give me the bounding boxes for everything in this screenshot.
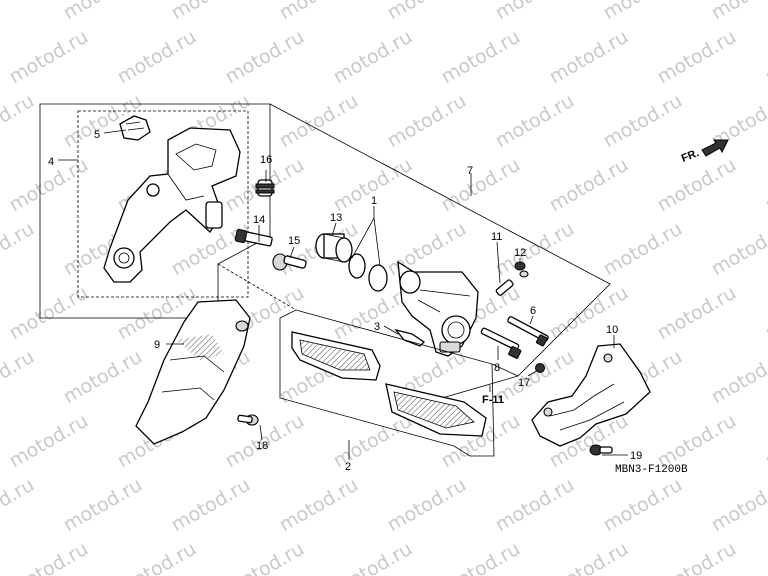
watermark-text: motod.ru: [654, 410, 740, 473]
watermark-text: motod.ru: [384, 218, 470, 281]
callout-16: 16: [260, 154, 272, 166]
callout-13: 13: [330, 212, 342, 224]
watermark-text: motod.ru: [762, 538, 768, 576]
diagram-code: MBN3-F1200B: [615, 464, 688, 476]
watermark-text: motod.ru: [276, 0, 362, 24]
watermark-text: motod.ru: [600, 90, 686, 153]
watermark-text: motod.ru: [438, 538, 524, 576]
callout-5: 5: [94, 129, 100, 141]
f11-reference: F-11: [482, 394, 504, 406]
watermark-text: motod.ru: [654, 282, 740, 345]
watermark-text: motod.ru: [60, 474, 146, 537]
callout-10: 10: [606, 324, 618, 336]
watermark-text: motod.ru: [330, 410, 416, 473]
watermark-text: motod.ru: [0, 90, 38, 153]
watermark-text: motod.ru: [114, 26, 200, 89]
watermark-text: motod.ru: [330, 26, 416, 89]
watermark-text: motod.ru: [762, 410, 768, 473]
callout-12: 12: [514, 247, 526, 259]
watermark-text: motod.ru: [6, 26, 92, 89]
watermark-text: motod.ru: [330, 538, 416, 576]
watermark-text: motod.ru: [492, 218, 578, 281]
watermark-text: motod.ru: [6, 410, 92, 473]
callout-2: 2: [345, 461, 351, 473]
caliper-group: [234, 103, 611, 399]
callout-17: 17: [518, 377, 530, 389]
watermark-text: motod.ru: [60, 0, 146, 24]
callout-18: 18: [256, 440, 268, 452]
watermark-text: motod.ru: [546, 154, 632, 217]
watermark-text: motod.ru: [600, 0, 686, 24]
watermark-text: motod.ru: [438, 154, 524, 217]
watermark-text: motod.ru: [6, 538, 92, 576]
callout-6: 6: [530, 305, 536, 317]
watermark-text: motod.ru: [384, 0, 470, 24]
watermark-text: motod.ru: [708, 474, 768, 537]
callouts: 5 4 16 14 15 13 1 7 3 11 12 6 8 17 2 9 1…: [48, 129, 701, 476]
watermark-text: motod.ru: [762, 26, 768, 89]
watermark-text: motod.ru: [492, 0, 578, 24]
watermark-text: motod.ru: [708, 0, 768, 24]
pad-group: [217, 263, 495, 457]
watermark-text: motod.ru: [222, 538, 308, 576]
callout-8: 8: [494, 362, 500, 374]
watermark-text: motod.ru: [762, 154, 768, 217]
disc-cover-part: [135, 299, 259, 445]
callout-11: 11: [491, 231, 502, 243]
watermark-text: motod.ru: [0, 474, 38, 537]
watermark-text: motod.ru: [6, 282, 92, 345]
leader-lines: [58, 129, 628, 460]
watermark-text: motod.ru: [168, 474, 254, 537]
callout-14: 14: [253, 214, 265, 226]
callout-15: 15: [288, 235, 300, 247]
callout-1: 1: [371, 195, 377, 207]
watermark-text: motod.ru: [0, 218, 38, 281]
watermark-text: motod.ru: [708, 218, 768, 281]
watermark-text: motod.ru: [492, 474, 578, 537]
callout-19: 19: [630, 450, 642, 462]
watermark-text: motod.ru: [654, 26, 740, 89]
watermark-text: motod.ru: [384, 90, 470, 153]
watermark-text: motod.ru: [114, 538, 200, 576]
watermark-text: motod.ru: [546, 538, 632, 576]
watermark-text: motod.ru: [438, 26, 524, 89]
watermark-text: motod.ru: [0, 0, 38, 24]
watermark-text: motod.ru: [168, 0, 254, 24]
watermark-text: motod.ru: [276, 90, 362, 153]
front-arrow-icon: [701, 139, 729, 157]
watermark-text: motod.ru: [492, 90, 578, 153]
watermark-text: motod.ru: [60, 346, 146, 409]
watermark-text: motod.ru: [222, 26, 308, 89]
watermark-text: motod.ru: [654, 154, 740, 217]
watermark-text: motod.ru: [546, 26, 632, 89]
watermark-text: motod.ru: [384, 474, 470, 537]
front-label: FR.: [680, 147, 701, 165]
watermark-text: motod.ru: [546, 282, 632, 345]
watermark-text: motod.ru: [0, 346, 38, 409]
watermark-text: motod.ru: [276, 474, 362, 537]
watermark-text: motod.ru: [654, 538, 740, 576]
callout-9: 9: [154, 339, 160, 351]
watermark-text: motod.ru: [600, 218, 686, 281]
callout-7: 7: [467, 165, 473, 177]
watermark-text: motod.ru: [708, 346, 768, 409]
watermark-text: motod.ru: [762, 282, 768, 345]
callout-4: 4: [48, 156, 54, 168]
guard-part: [531, 343, 651, 456]
watermark-text: motod.ru: [600, 474, 686, 537]
callout-3: 3: [374, 321, 380, 333]
